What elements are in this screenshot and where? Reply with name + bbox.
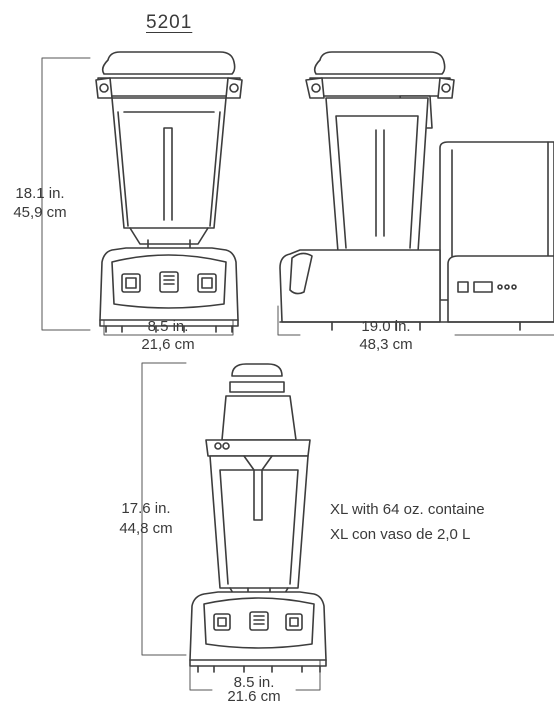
front-width-cm: 21,6 cm	[141, 336, 195, 353]
front-height-cm: 45,9 cm	[13, 204, 67, 221]
front-view-blender	[95, 51, 243, 333]
front-width-in: 8.5 in.	[147, 318, 189, 335]
bottom-height-in: 17.6 in.	[121, 500, 171, 517]
caption-english: XL with 64 oz. containe	[330, 501, 485, 518]
side-depth-in: 19.0 in.	[361, 318, 411, 335]
model-title: 5201	[146, 12, 193, 33]
bottom-view-blender	[189, 363, 327, 673]
bottom-height-cm: 44,8 cm	[119, 520, 173, 537]
caption-spanish: XL con vaso de 2,0 L	[330, 526, 471, 543]
side-depth-cm: 48,3 cm	[359, 336, 413, 353]
front-height-in: 18.1 in.	[15, 185, 65, 202]
bottom-width-cm: 21.6 cm	[227, 688, 281, 705]
dimension-lines	[41, 57, 554, 691]
side-view-blender	[279, 51, 554, 331]
bottom-width-in: 8.5 in.	[233, 674, 275, 691]
